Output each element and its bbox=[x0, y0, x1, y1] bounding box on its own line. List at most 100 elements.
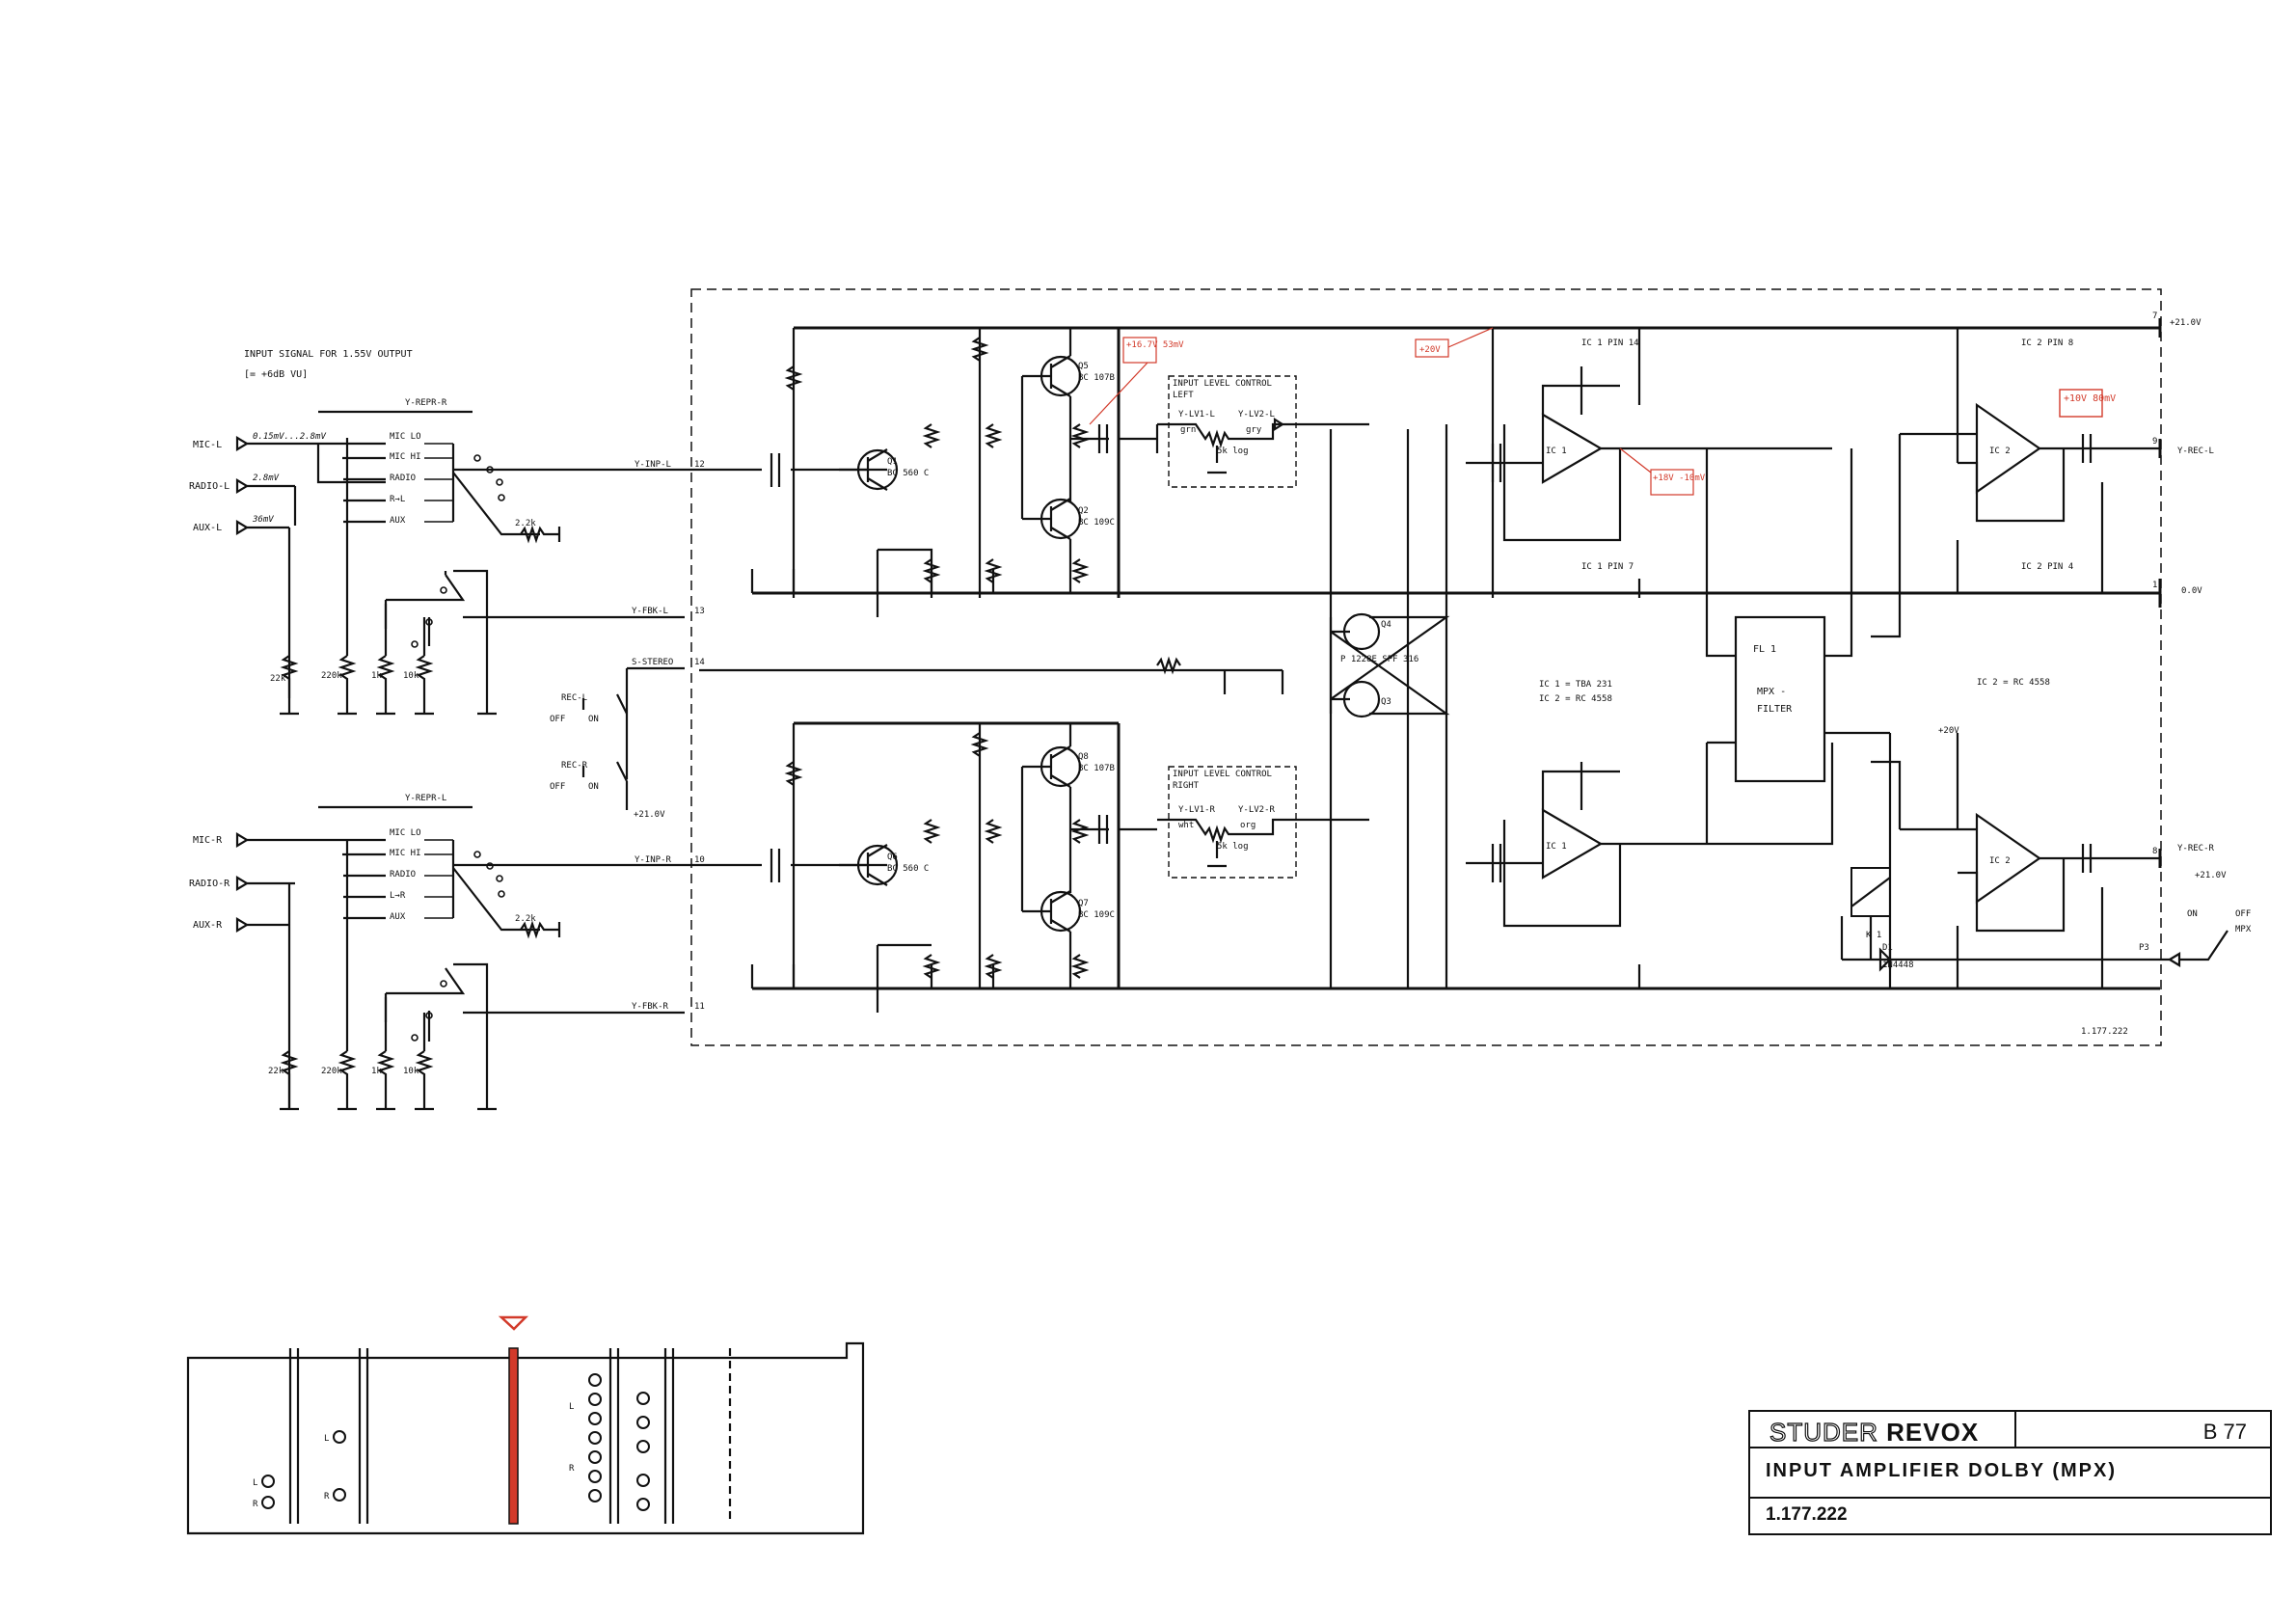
q5-ref: Q5 bbox=[1078, 362, 1089, 371]
left-preamp: Q5 BC 107B Q1 BC 560 C Q2 BC 109C bbox=[685, 326, 2160, 617]
sel-l-micl: MIC LO bbox=[390, 432, 421, 442]
ic2-top: IC 2 bbox=[1871, 402, 2160, 638]
rec-r-on: ON bbox=[588, 782, 599, 792]
left-input-section: MIC-L RADIO-L AUX-L 0.15mV...2.8mV 2.8mV… bbox=[189, 398, 685, 716]
net-stereo: S-STEREO bbox=[632, 658, 673, 667]
q8-type: BC 107B bbox=[1078, 764, 1115, 773]
input-aux-r: AUX-R bbox=[193, 920, 223, 931]
svg-text:IC 1: IC 1 bbox=[1546, 447, 1567, 456]
ic1-note: IC 1 = TBA 231 bbox=[1539, 680, 1612, 690]
brand-revox: REVOX bbox=[1886, 1418, 1980, 1447]
svg-text:1k: 1k bbox=[371, 1067, 382, 1076]
ic1-right: IC 1 bbox=[1466, 762, 1659, 928]
title-block-title-row: INPUT AMPLIFIER DOLBY (MPX) bbox=[1750, 1448, 2270, 1499]
svg-text:D1: D1 bbox=[1882, 943, 1893, 953]
out-supply: +21.0V bbox=[2170, 318, 2201, 328]
sel-l-mich: MIC HI bbox=[390, 452, 421, 462]
input-radio-r: RADIO-R bbox=[189, 879, 230, 889]
title-block-part-row: 1.177.222 bbox=[1750, 1499, 2270, 1535]
sel-r-micl: MIC LO bbox=[390, 828, 421, 838]
right-input-section: MIC-R RADIO-R AUX-R MIC LO MIC HI RADIO … bbox=[189, 794, 685, 1111]
ic1-pin7: IC 1 PIN 7 bbox=[1581, 562, 1634, 572]
red-annotations: +16.7V 53mV +20V +18V -10mV +10V 80mV bbox=[1089, 327, 2116, 496]
svg-text:22k: 22k bbox=[270, 674, 286, 684]
q1-type: BC 560 C bbox=[887, 469, 929, 478]
model-number: B 77 bbox=[2202, 1420, 2247, 1444]
brand-divider bbox=[2014, 1412, 2016, 1448]
svg-text:10: 10 bbox=[694, 855, 705, 865]
svg-text:+16.7V 53mV: +16.7V 53mV bbox=[1126, 340, 1184, 350]
svg-text:220k: 220k bbox=[321, 671, 342, 681]
svg-text:+10V 80mV: +10V 80mV bbox=[2064, 393, 2116, 404]
svg-text:7: 7 bbox=[2152, 311, 2157, 321]
svg-text:Y-LV2-R: Y-LV2-R bbox=[1238, 805, 1276, 815]
level-mic-l: 0.15mV...2.8mV bbox=[253, 432, 326, 442]
input-radio-l: RADIO-L bbox=[189, 481, 230, 492]
net-fbk-l: Y-FBK-L bbox=[632, 607, 668, 616]
svg-text:14: 14 bbox=[694, 658, 705, 667]
ic2-supply: +20V bbox=[1938, 726, 1959, 736]
rec-switches: S-STEREO REC-L OFF ON REC-R OFF ON +21.0… bbox=[550, 658, 685, 820]
q7-ref: Q7 bbox=[1078, 899, 1089, 908]
mpx-supply: +21.0V bbox=[2195, 871, 2227, 880]
svg-text:LEFT: LEFT bbox=[1173, 391, 1194, 400]
brand-studer: STUDER bbox=[1769, 1417, 1878, 1447]
level-control-right: INPUT LEVEL CONTROL RIGHT Y-LV1-R Y-LV2-… bbox=[1157, 766, 1369, 879]
part-number: 1.177.222 bbox=[1766, 1504, 1848, 1525]
svg-text:R: R bbox=[324, 1492, 330, 1502]
svg-text:grn: grn bbox=[1180, 425, 1196, 435]
sel-r-aux: AUX bbox=[390, 912, 406, 922]
net-repr-r: Y-REPR-L bbox=[405, 794, 446, 803]
sel-l-aux: AUX bbox=[390, 516, 406, 526]
svg-text:Y-LV1-R: Y-LV1-R bbox=[1178, 805, 1216, 815]
ic2-pin8: IC 2 PIN 8 bbox=[2021, 338, 2073, 348]
svg-text:L: L bbox=[324, 1434, 329, 1444]
ic1-left: IC 1 bbox=[1466, 366, 1659, 542]
svg-text:2.2k: 2.2k bbox=[515, 519, 536, 528]
net-inp-l: Y-INP-L bbox=[635, 460, 671, 470]
svg-text:L: L bbox=[569, 1402, 574, 1412]
rec-r-off: OFF bbox=[550, 782, 565, 792]
board-pins: 12 13 14 10 11 bbox=[694, 460, 705, 1012]
svg-text:wht: wht bbox=[1178, 821, 1194, 830]
right-preamp: Q8 BC 107B Q6 BC 560 C Q7 BC 109C bbox=[685, 721, 2160, 1013]
rec-supply: +21.0V bbox=[634, 810, 665, 820]
svg-text:9: 9 bbox=[2152, 437, 2157, 447]
q6-type: BC 560 C bbox=[887, 864, 929, 874]
net-inp-r: Y-INP-R bbox=[635, 855, 672, 865]
q7-type: BC 109C bbox=[1078, 910, 1115, 920]
svg-text:Y-LV1-L: Y-LV1-L bbox=[1178, 410, 1215, 420]
sel-l-rl: R→L bbox=[390, 495, 405, 504]
mpx-on: ON bbox=[2187, 909, 2198, 919]
svg-text:+20V: +20V bbox=[1419, 345, 1441, 355]
svg-text:10k: 10k bbox=[403, 1067, 419, 1076]
ic1-pin14: IC 1 PIN 14 bbox=[1581, 338, 1639, 348]
svg-text:IC 1: IC 1 bbox=[1546, 842, 1567, 852]
svg-text:5k log: 5k log bbox=[1217, 842, 1249, 852]
ic2-bottom: IC 2 bbox=[1871, 760, 2160, 933]
rec-l-label: REC-L bbox=[561, 693, 587, 703]
q8-ref: Q8 bbox=[1078, 752, 1089, 762]
out-rec-r: Y-REC-R bbox=[2177, 844, 2215, 853]
q2-type: BC 109C bbox=[1078, 518, 1115, 528]
svg-text:IC 2: IC 2 bbox=[1989, 447, 2011, 456]
q4-ref: Q4 bbox=[1381, 620, 1391, 630]
svg-text:+18V -10mV: +18V -10mV bbox=[1653, 474, 1706, 483]
board-outline bbox=[690, 288, 2162, 1046]
svg-text:FL 1: FL 1 bbox=[1753, 644, 1776, 655]
q3-ref: Q3 bbox=[1381, 697, 1391, 707]
input-mic-r: MIC-R bbox=[193, 835, 223, 846]
ic2-note-b: IC 2 = RC 4558 bbox=[1977, 678, 2050, 688]
svg-text:2.2k: 2.2k bbox=[515, 914, 536, 924]
sel-l-radio: RADIO bbox=[390, 474, 416, 483]
net-fbk-r: Y-FBK-R bbox=[632, 1002, 669, 1012]
drawing-title: INPUT AMPLIFIER DOLBY (MPX) bbox=[1766, 1460, 2117, 1481]
out-rec-l: Y-REC-L bbox=[2177, 447, 2214, 456]
rec-l-off: OFF bbox=[550, 715, 565, 724]
svg-text:MPX -: MPX - bbox=[1757, 687, 1786, 697]
q1-ref: Q1 bbox=[887, 457, 898, 467]
title-block: STUDER REVOX B 77 INPUT AMPLIFIER DOLBY … bbox=[1748, 1410, 2272, 1535]
svg-text:8: 8 bbox=[2152, 847, 2157, 856]
mpx-label: MPX bbox=[2235, 925, 2252, 934]
svg-text:gry: gry bbox=[1246, 425, 1262, 435]
